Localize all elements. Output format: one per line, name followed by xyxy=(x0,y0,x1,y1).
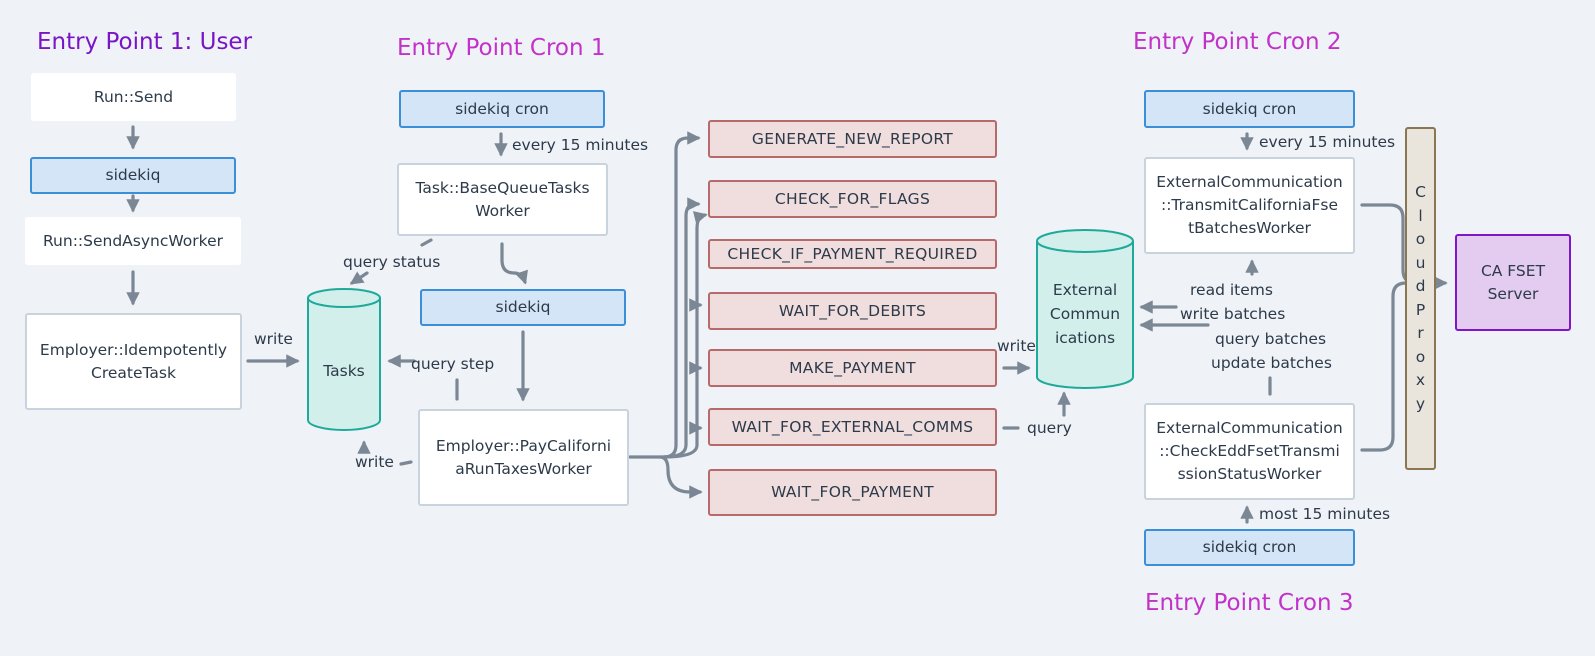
edge-label-query-batches: query batches xyxy=(1215,330,1327,348)
arrow-to-check-flags-b xyxy=(662,211,708,459)
arrow-to-generate xyxy=(662,131,701,459)
step-label: GENERATE_NEW_REPORT xyxy=(751,129,954,148)
arrow-check-to-server xyxy=(1360,276,1433,452)
edge-label-write-extcomm: write xyxy=(997,337,1036,355)
line-write-back xyxy=(399,460,413,466)
pay-worker-label-1: Employer::PayCaliforni xyxy=(435,436,612,455)
proxy-letter: o xyxy=(1415,347,1426,366)
server-label-2: Server xyxy=(1487,284,1539,303)
sidekiq-label: sidekiq xyxy=(105,166,161,184)
check-label-2: ::CheckEddFsetTransmi xyxy=(1159,442,1340,460)
proxy-letter: d xyxy=(1415,277,1426,295)
transmit-label-3: tBatchesWorker xyxy=(1188,219,1311,237)
step-check-for-flags[interactable]: CHECK_FOR_FLAGS xyxy=(708,180,997,218)
arrow-basequeue-to-sidekiq xyxy=(500,242,528,285)
check-label-3: ssionStatusWorker xyxy=(1177,465,1322,483)
cron3-sidekiq-cron-label: sidekiq cron xyxy=(1202,538,1297,556)
cron2-sidekiq-cron-label: sidekiq cron xyxy=(1202,99,1297,118)
pay-worker-label-2: aRunTaxesWorker xyxy=(455,459,592,478)
arrow-query-status xyxy=(420,238,433,247)
server-label-1: CA FSET xyxy=(1480,261,1546,280)
proxy-letter: l xyxy=(1418,206,1423,225)
cron2-sidekiq-cron-node[interactable]: sidekiq cron xyxy=(1144,90,1355,128)
edge-label-write-back: write xyxy=(355,453,394,471)
cloud-proxy-node[interactable]: C l o u d P r o x y xyxy=(1405,127,1436,470)
edge-label-write-batches: write batches xyxy=(1180,305,1286,323)
proxy-letter: u xyxy=(1415,253,1426,272)
step-check-if-payment-required[interactable]: CHECK_IF_PAYMENT_REQUIRED xyxy=(708,239,997,269)
cron1-sidekiq-cron-label: sidekiq cron xyxy=(455,99,549,118)
edge-label-query-status: query status xyxy=(343,253,441,271)
step-label: MAKE_PAYMENT xyxy=(789,358,916,377)
tasks-db-label: Tasks xyxy=(323,362,365,380)
transmit-label-1: ExternalCommunication xyxy=(1156,173,1343,191)
check-label-1: ExternalCommunication xyxy=(1156,419,1343,437)
run-send-label: Run::Send xyxy=(93,87,174,106)
step-label: CHECK_IF_PAYMENT_REQUIRED xyxy=(727,244,978,263)
edge-label-query-extcomm: query xyxy=(1027,419,1072,437)
entry-point-cron2-title: Entry Point Cron 2 xyxy=(1133,29,1342,55)
cron3-interval-label: most 15 minutes xyxy=(1259,505,1391,523)
proxy-letter: P xyxy=(1415,300,1426,319)
send-async-worker-label: Run::SendAsyncWorker xyxy=(42,231,223,250)
ext-comm-db-label: External Commun ications xyxy=(1037,278,1133,350)
edge-label-write-tasks: write xyxy=(254,330,293,348)
arrow-query-status-head xyxy=(349,271,369,285)
cron1-sidekiq-label: sidekiq xyxy=(495,298,551,316)
cron1-interval-label: every 15 minutes xyxy=(512,136,649,154)
proxy-letter: C xyxy=(1415,183,1426,201)
ext-comm-line-2: Commun xyxy=(1049,305,1121,323)
entry-point-cron3-title: Entry Point Cron 3 xyxy=(1145,590,1354,616)
step-wait-for-payment[interactable]: WAIT_FOR_PAYMENT xyxy=(708,469,997,516)
arrow-to-wait-payment xyxy=(658,455,703,499)
step-wait-for-external-comms[interactable]: WAIT_FOR_EXTERNAL_COMMS xyxy=(708,408,997,446)
base-queue-label-1: Task::BaseQueueTasks xyxy=(415,178,590,197)
transmit-fset-batches-worker-node[interactable]: ExternalCommunication ::TransmitCaliforn… xyxy=(1144,157,1355,254)
pay-california-run-taxes-worker-node[interactable]: Employer::PayCaliforni aRunTaxesWorker xyxy=(418,409,629,506)
step-generate-new-report[interactable]: GENERATE_NEW_REPORT xyxy=(708,120,997,158)
transmit-label-2: ::TransmitCaliforniaFse xyxy=(1160,196,1339,214)
entry-point-user-title: Entry Point 1: User xyxy=(37,29,253,55)
edge-label-query-step: query step xyxy=(411,355,495,373)
proxy-letter: r xyxy=(1417,324,1424,342)
sidekiq-queue-node[interactable]: sidekiq xyxy=(30,157,236,194)
step-label: WAIT_FOR_DEBITS xyxy=(778,301,927,320)
tasks-db-cylinder xyxy=(307,288,381,431)
proxy-letter: o xyxy=(1415,230,1426,248)
base-queue-tasks-worker-node[interactable]: Task::BaseQueueTasks Worker xyxy=(397,163,608,236)
cron1-sidekiq-node[interactable]: sidekiq xyxy=(420,289,626,326)
ext-comm-line-1: External xyxy=(1052,281,1118,299)
edge-label-update-batches: update batches xyxy=(1211,354,1332,372)
idempotent-create-label-1: Employer::Idempotently xyxy=(39,340,228,359)
ext-comm-line-3: ications xyxy=(1054,329,1116,347)
run-send-node[interactable]: Run::Send xyxy=(31,73,236,121)
ca-fset-server-node[interactable]: CA FSET Server xyxy=(1455,234,1571,331)
check-edd-fset-status-worker-node[interactable]: ExternalCommunication ::CheckEddFsetTran… xyxy=(1144,403,1355,500)
step-make-payment[interactable]: MAKE_PAYMENT xyxy=(708,349,997,387)
step-label: WAIT_FOR_PAYMENT xyxy=(771,483,934,501)
proxy-letter: y xyxy=(1415,394,1426,413)
cron1-sidekiq-cron-node[interactable]: sidekiq cron xyxy=(399,90,605,128)
cron3-sidekiq-cron-node[interactable]: sidekiq cron xyxy=(1144,529,1355,566)
base-queue-label-2: Worker xyxy=(475,201,530,220)
edge-label-read-items: read items xyxy=(1190,281,1273,299)
proxy-letter: x xyxy=(1415,371,1426,389)
arrow-to-check-flags-a xyxy=(662,197,701,459)
entry-point-cron1-title: Entry Point Cron 1 xyxy=(397,35,606,61)
step-label: WAIT_FOR_EXTERNAL_COMMS xyxy=(731,417,974,436)
idempotent-create-label-2: CreateTask xyxy=(91,363,176,382)
send-async-worker-node[interactable]: Run::SendAsyncWorker xyxy=(25,217,241,265)
step-label: CHECK_FOR_FLAGS xyxy=(774,189,931,208)
step-wait-for-debits[interactable]: WAIT_FOR_DEBITS xyxy=(708,292,997,330)
idempotent-create-task-node[interactable]: Employer::Idempotently CreateTask xyxy=(25,313,242,410)
cron2-interval-label: every 15 minutes xyxy=(1259,133,1396,151)
ext-comm-db-cylinder xyxy=(1036,229,1134,389)
